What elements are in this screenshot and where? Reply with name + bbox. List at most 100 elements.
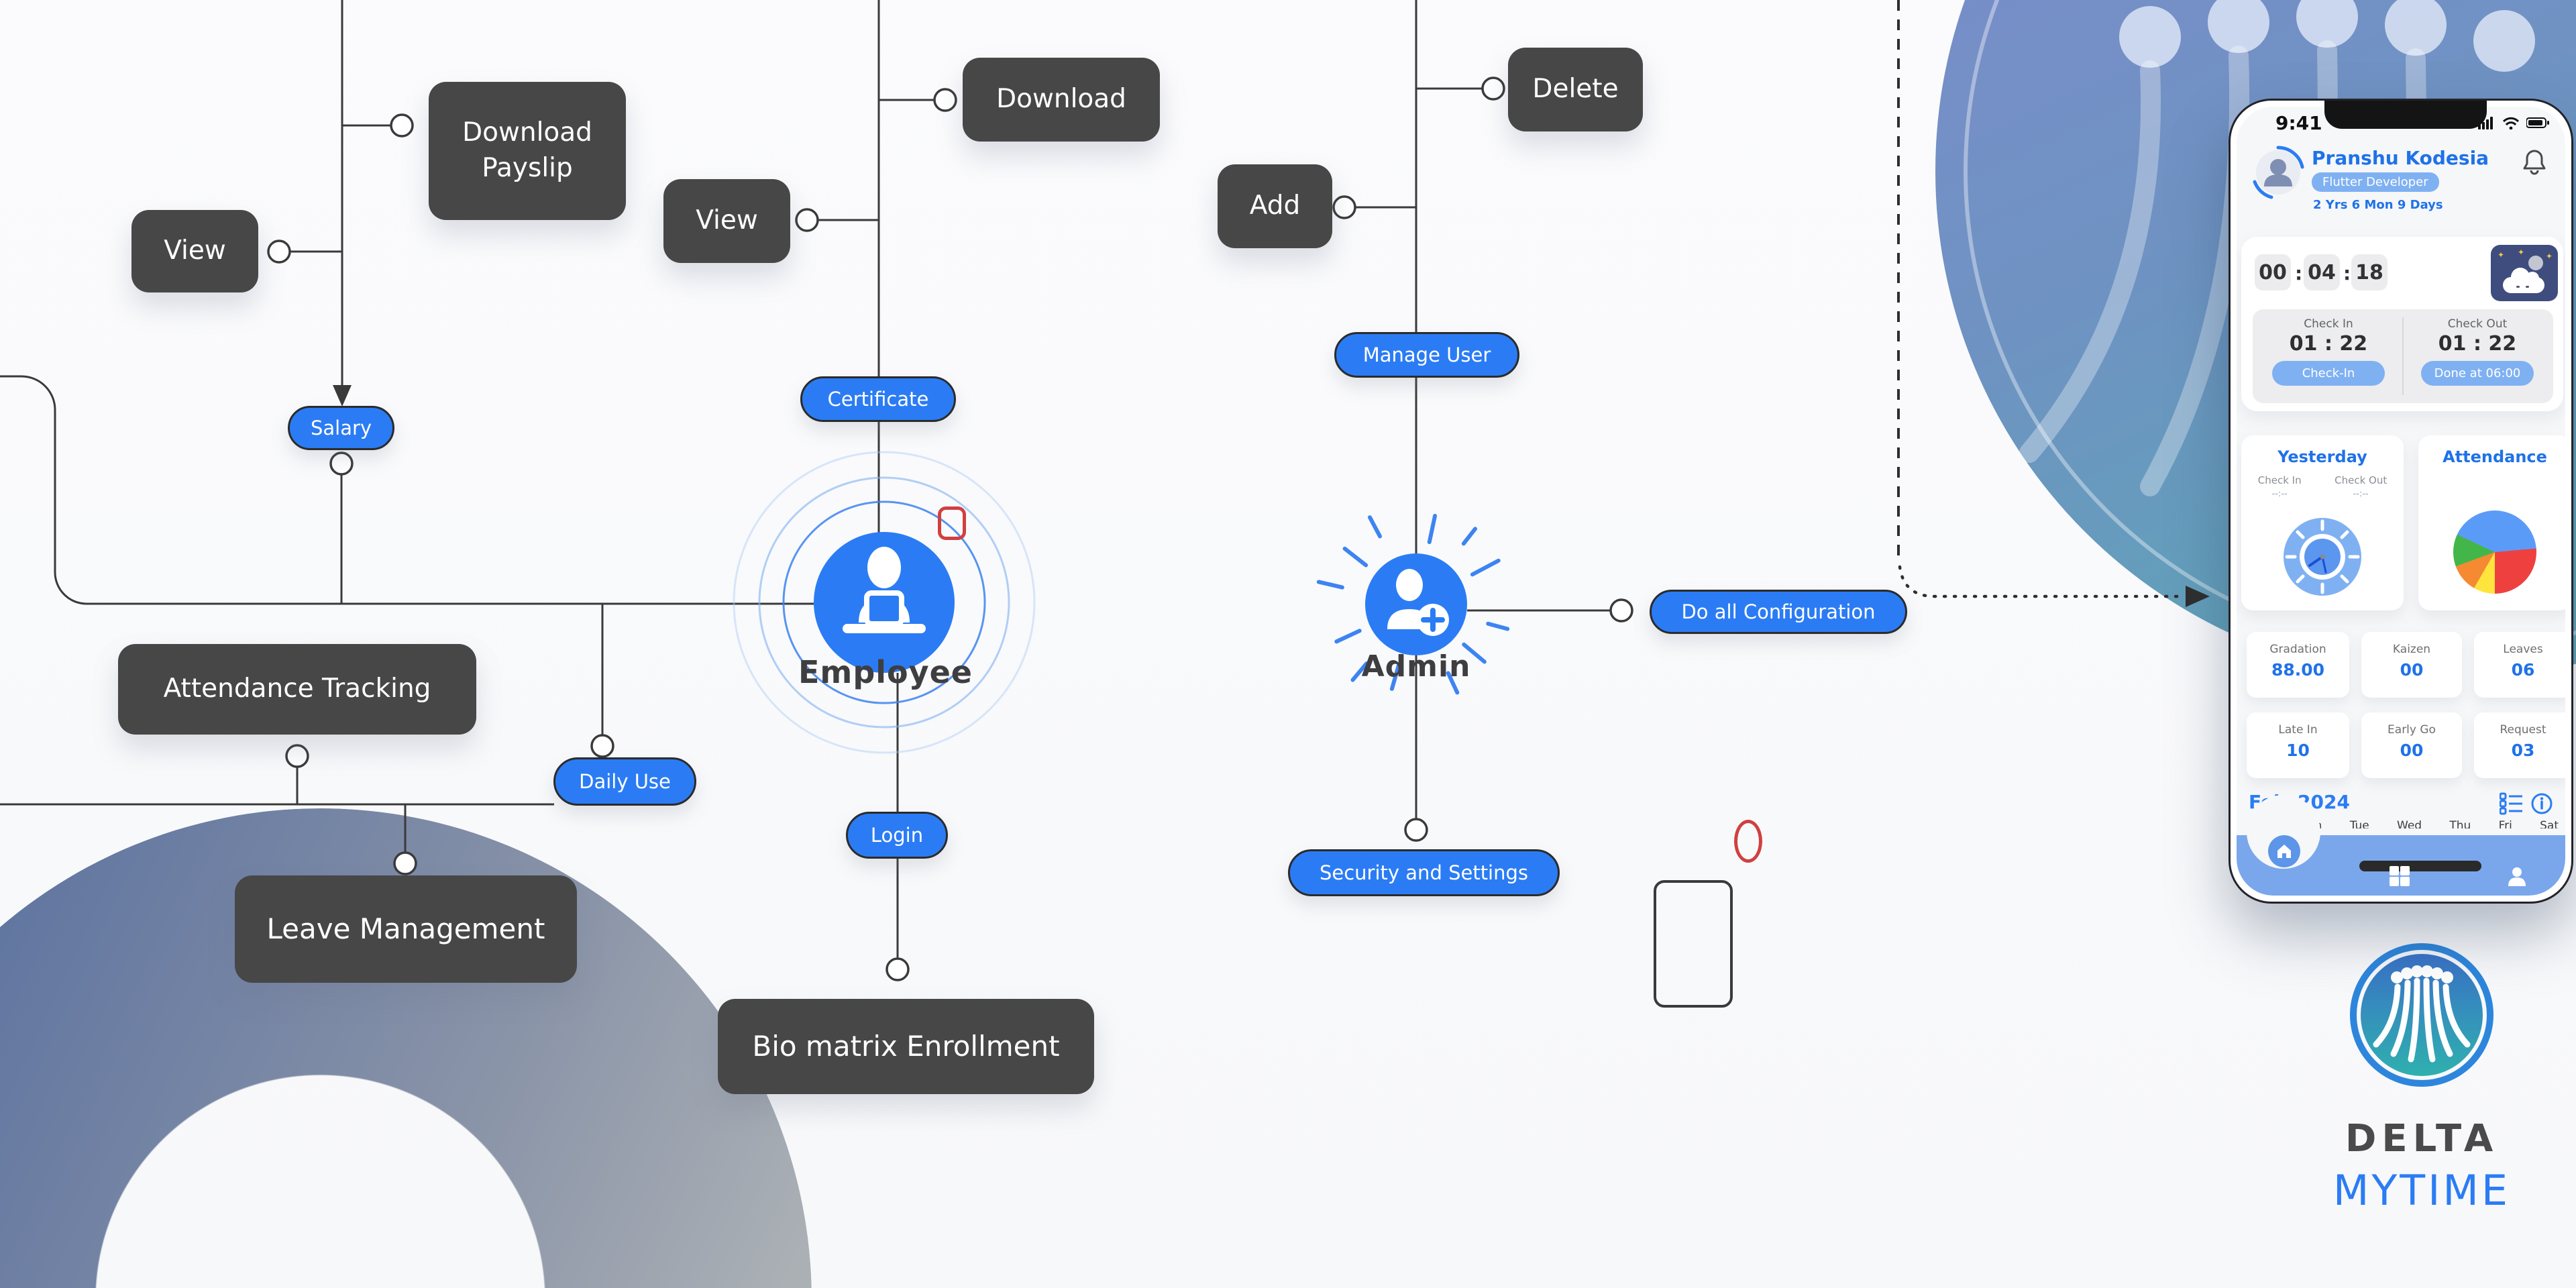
timer-colon: : [2343,262,2351,284]
check-out-done-button[interactable]: Done at 06:00 [2421,361,2534,386]
home-tab-button[interactable] [2268,835,2300,867]
yesterday-check-in-value: --:-- [2271,489,2288,499]
node-attendance-tracking: Attendance Tracking [118,644,476,735]
profile-role-badge: Flutter Developer [2312,172,2439,192]
profile-name: Pranshu Kodesia [2312,147,2489,169]
pill-do-all-configuration: Do all Configuration [1650,590,1907,634]
timer-minutes: 04 [2304,254,2340,290]
connector-dots [267,76,1633,981]
brand-logo: DELTA MYTIME [2281,943,2563,1215]
notification-bell-icon[interactable] [2522,148,2546,179]
phone-mockup: 9:41 Pranshu Kodesia [2229,99,2573,904]
phone-screen: 9:41 Pranshu Kodesia [2237,107,2565,896]
check-in-time: 01 : 22 [2289,332,2368,356]
pill-manage-user: Manage User [1334,332,1519,378]
dashed-configuration-path [1897,0,2210,607]
employee-at-laptop-icon [843,547,926,633]
pill-security-and-settings: Security and Settings [1288,849,1560,896]
stat-card-leaves: Leaves 06 [2474,632,2565,698]
stat-card-late-in: Late In 10 [2247,712,2349,778]
star-icon: ✦ [2518,248,2525,257]
check-in-label: Check In [2304,317,2353,331]
attendance-card: Attendance [2418,435,2565,610]
stat-card-kaizen: Kaizen 00 [2361,632,2462,698]
check-in-out-block: Check In 01 : 22 Check-In Check Out 01 :… [2253,309,2553,403]
star-icon: ✦ [2545,252,2553,261]
admin-node-graphic [1316,513,1510,695]
admin-add-user-icon [1387,569,1449,636]
node-leave-management: Leave Management [235,875,577,983]
employee-label: Employee [798,654,973,690]
weekday: Fri [2498,819,2512,828]
yesterday-check-out-label: Check Out [2334,474,2387,486]
yesterday-check-in-label: Check In [2257,474,2302,486]
yesterday-check-out-value: --:-- [2353,489,2369,499]
divider [2402,317,2404,395]
check-in-column: Check In 01 : 22 Check-In [2258,309,2399,386]
node-view-certificate: View [663,179,790,263]
info-icon[interactable] [2530,792,2553,815]
stat-value: 06 [2511,660,2535,680]
star-icon: ✦ [2498,250,2505,260]
node-download-payslip: Download Payslip [429,82,626,220]
stat-label: Leaves [2503,643,2543,656]
yesterday-title: Yesterday [2277,447,2367,466]
attendance-pie-chart [2453,511,2536,594]
stat-card-gradation: Gradation 88.00 [2247,632,2349,698]
stat-label: Kaizen [2392,643,2431,656]
node-download-certificate: Download [963,58,1160,142]
empty-placeholder-box [1654,880,1733,1008]
avatar[interactable] [2251,145,2306,200]
node-add-user: Add [1218,164,1332,248]
node-delete-user: Delete [1508,48,1643,131]
logo-brand-text: DELTA [2345,1117,2499,1161]
timer-colon: : [2295,262,2303,284]
phone-notch [2324,101,2487,129]
profile-tenure: 2 Yrs 6 Mon 9 Days [2313,198,2443,212]
check-out-time: 01 : 22 [2438,332,2517,356]
status-bar-time: 9:41 [2275,112,2322,134]
moon-icon [2528,256,2543,270]
attendance-title: Attendance [2443,447,2547,466]
pill-login: Login [846,812,948,859]
weather-tile: ✦ ✦ ✦ [2491,245,2558,301]
stat-value: 00 [2400,660,2424,680]
dashboard-grid-icon[interactable] [2388,865,2411,890]
arrowhead-salary [333,385,352,407]
clock-graphic [2284,518,2361,596]
list-view-icon[interactable] [2500,792,2524,815]
connector-lines [0,0,1610,959]
admin-avatar-circle [1365,553,1467,655]
stat-label: Gradation [2269,643,2326,656]
admin-label: Admin [1361,649,1471,684]
timer-seconds: 18 [2351,254,2387,290]
pill-certificate: Certificate [800,376,956,422]
weekday: Tue [2349,819,2369,828]
status-bar-icons [2478,116,2551,129]
stat-value: 10 [2286,741,2310,760]
weekday: Thu [2449,819,2471,828]
pill-daily-use: Daily Use [553,757,696,806]
stat-value: 00 [2400,741,2424,760]
node-bio-matrix-enrollment: Bio matrix Enrollment [718,999,1094,1094]
node-view-payslip: View [131,210,258,292]
timer-hours: 00 [2255,254,2291,290]
delta-logo-icon [2349,943,2494,1087]
red-annotation-square [938,506,966,540]
stat-card-early-go: Early Go 00 [2361,712,2462,778]
stat-value: 88.00 [2271,660,2325,680]
employee-node-graphic [733,451,1036,754]
stat-label: Request [2500,723,2546,737]
home-indicator [2359,861,2481,871]
check-out-column: Check Out 01 : 22 Done at 06:00 [2407,309,2548,386]
timer-card: 00 : 04 : 18 ✦ ✦ ✦ Check In 01 : 22 Chec… [2241,237,2563,411]
check-in-button[interactable]: Check-In [2272,361,2385,386]
red-annotation-ellipse [1734,820,1762,863]
check-out-label: Check Out [2447,317,2508,331]
profile-tab-icon[interactable] [2506,865,2528,890]
stat-value: 03 [2511,741,2535,760]
signal-icon [2478,117,2493,129]
battery-icon [2526,117,2549,128]
weekday: Wed [2397,819,2422,828]
